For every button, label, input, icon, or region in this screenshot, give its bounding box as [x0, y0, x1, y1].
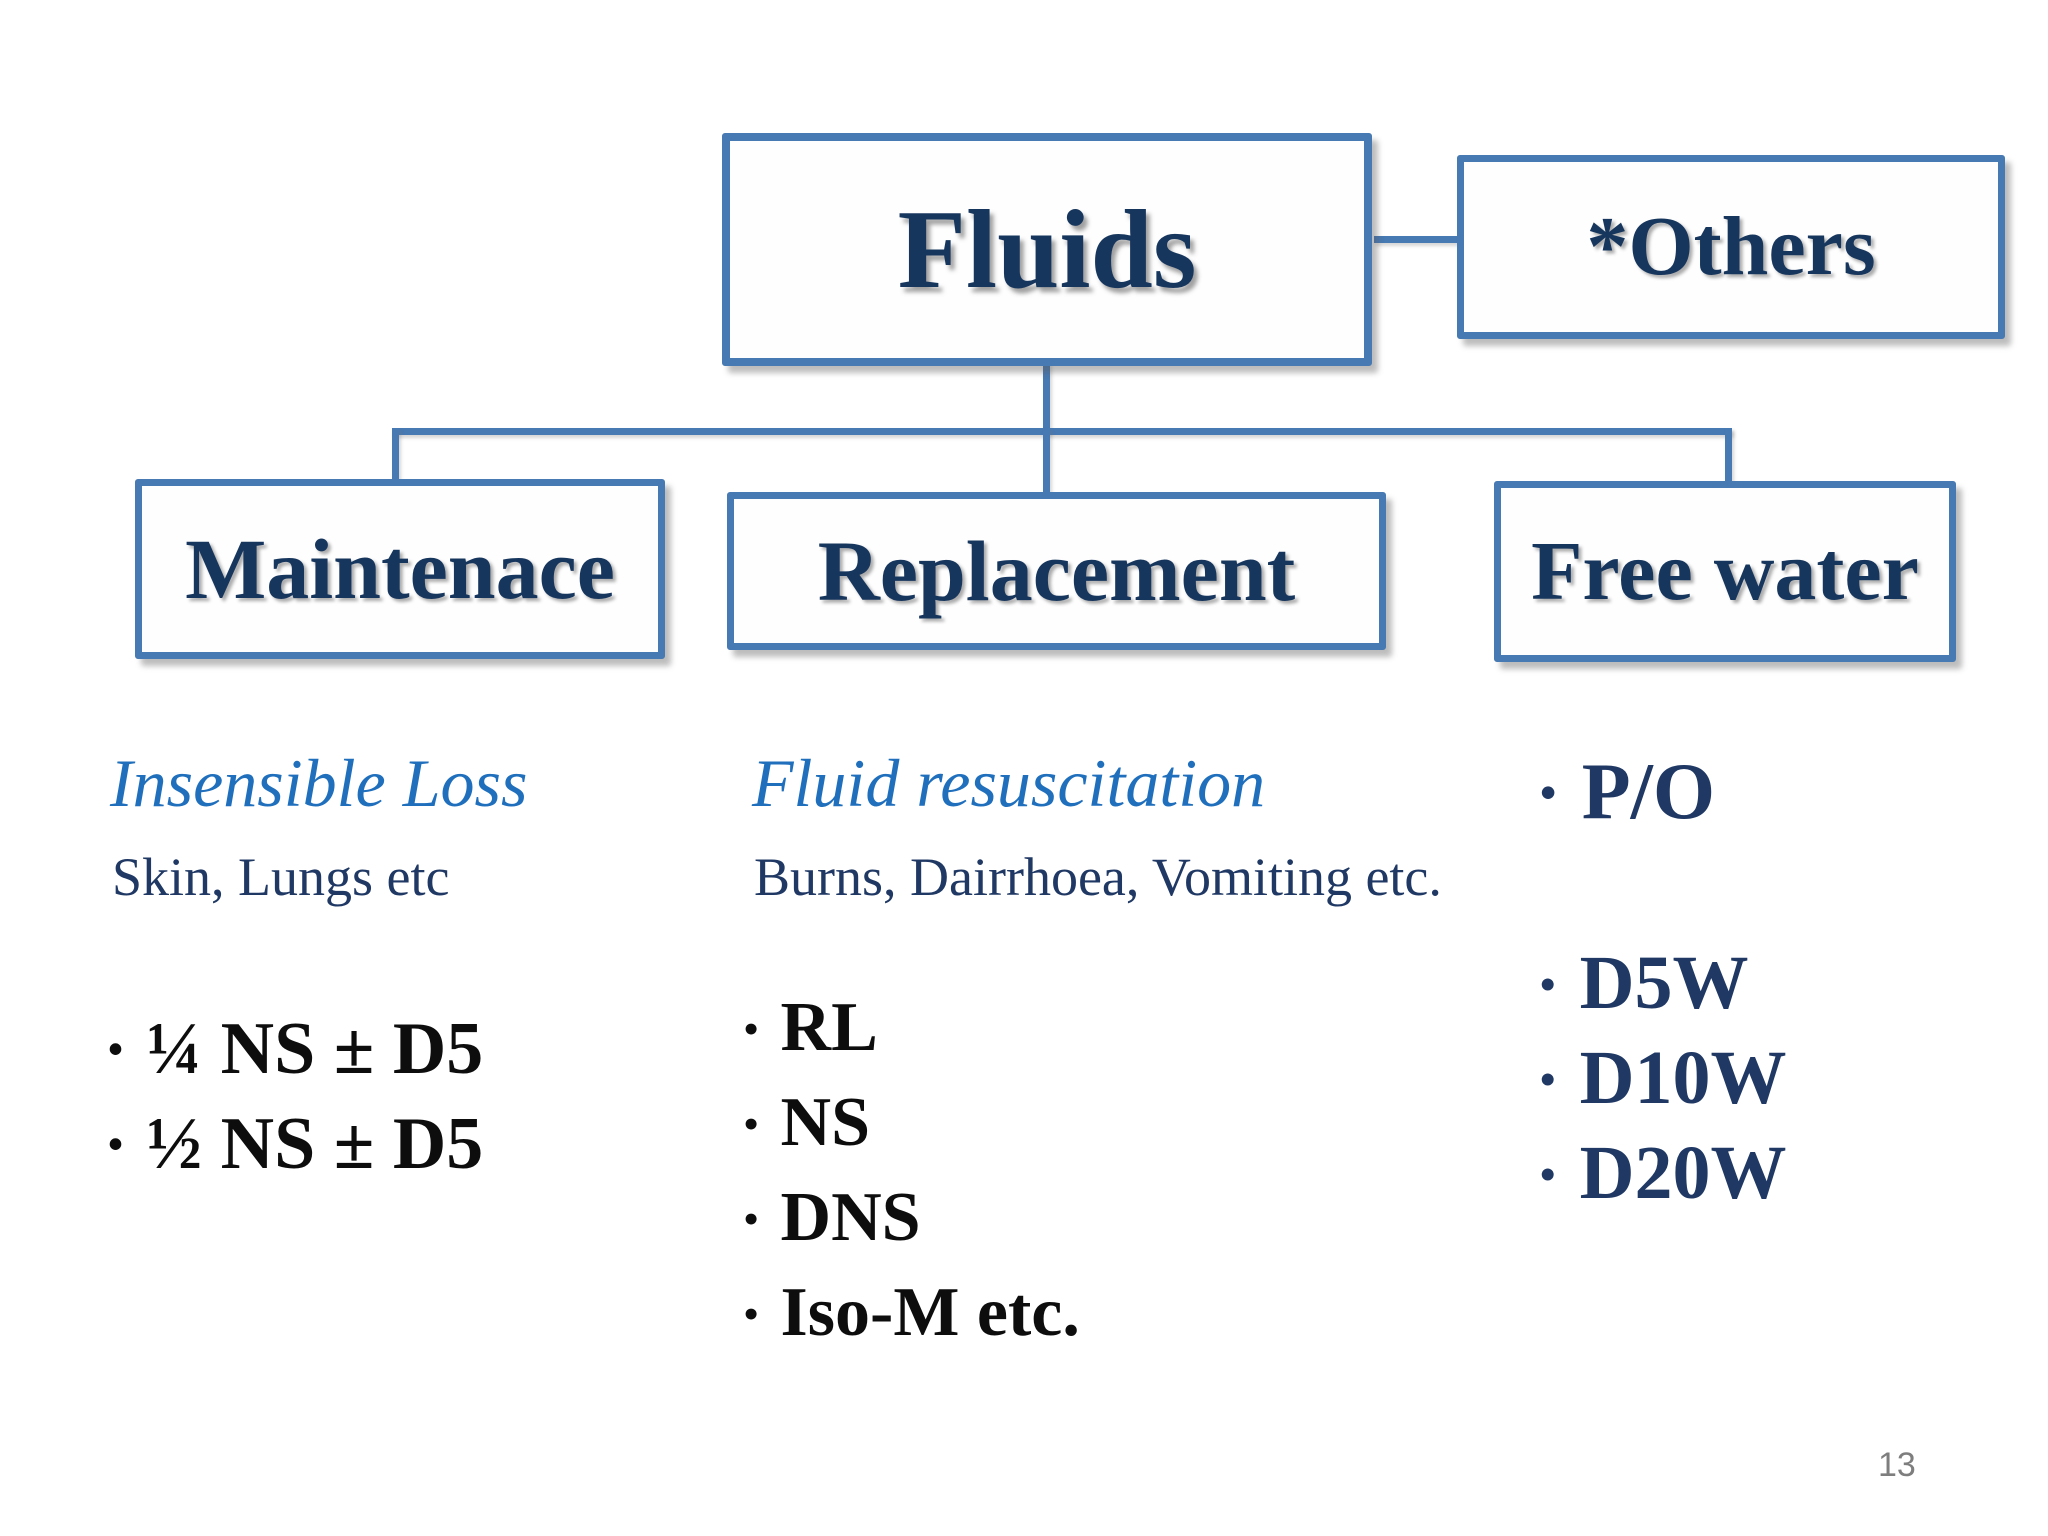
bullet-icon: • [744, 1101, 759, 1147]
fluids-box-label: Fluids [897, 187, 1197, 312]
freewater-box-label: Free water [1531, 524, 1919, 618]
list-item: •RL [744, 993, 878, 1063]
list-item: •P/O [1540, 752, 1715, 832]
bullet-icon: • [1540, 959, 1556, 1009]
list-item: •NS [744, 1088, 870, 1158]
page-number: 13 [1878, 1446, 1916, 1484]
replacement-box: Replacement [727, 492, 1386, 650]
list-item-text: DNS [780, 1179, 921, 1256]
bullet-icon: • [108, 1121, 124, 1169]
list-item-text: RL [780, 989, 878, 1066]
bullet-icon: • [108, 1026, 124, 1074]
list-item: •DNS [744, 1183, 921, 1253]
list-item: •¼ NS ± D5 [108, 1012, 483, 1086]
bullet-icon: • [1540, 1149, 1556, 1199]
list-item-text: D5W [1579, 941, 1749, 1025]
replacement-detail: Burns, Dairrhoea, Vomiting etc. [754, 847, 1442, 907]
replacement-heading: Fluid resuscitation [752, 745, 1266, 821]
others-box-label: *Others [1586, 200, 1876, 293]
list-item: •Iso-M etc. [744, 1278, 1080, 1348]
bullet-icon: • [744, 1196, 759, 1242]
list-item: •½ NS ± D5 [108, 1107, 483, 1181]
list-item-text: ½ NS ± D5 [146, 1103, 484, 1185]
list-item-text: D20W [1579, 1131, 1787, 1215]
connector-drop-replacement [1043, 428, 1050, 498]
bullet-icon: • [1540, 1054, 1556, 1104]
connector-drop-freewater [1725, 428, 1732, 488]
list-item: •D20W [1540, 1135, 1787, 1211]
list-item: •D5W [1540, 945, 1749, 1021]
list-item-text: Iso-M etc. [780, 1274, 1080, 1351]
bullet-icon: • [1540, 767, 1557, 819]
bullet-icon: • [744, 1291, 759, 1337]
list-item-text: D10W [1579, 1036, 1787, 1120]
others-box: *Others [1457, 155, 2005, 339]
list-item-text: ¼ NS ± D5 [146, 1008, 484, 1090]
maintenance-box: Maintenace [135, 479, 665, 659]
fluids-box: Fluids [722, 133, 1372, 366]
bullet-icon: • [744, 1006, 759, 1052]
maintenance-box-label: Maintenace [185, 521, 615, 617]
list-item-text: P/O [1581, 748, 1716, 836]
connector-rail [392, 428, 1732, 435]
connector-drop-maintenance [392, 428, 399, 486]
list-item: •D10W [1540, 1040, 1787, 1116]
freewater-box: Free water [1494, 481, 1956, 662]
maintenance-heading: Insensible Loss [110, 745, 528, 821]
connector-fluids-stem [1043, 362, 1050, 432]
connector-fluids-others [1374, 236, 1460, 243]
maintenance-detail: Skin, Lungs etc [112, 847, 450, 907]
list-item-text: NS [780, 1084, 871, 1161]
replacement-box-label: Replacement [817, 523, 1296, 619]
